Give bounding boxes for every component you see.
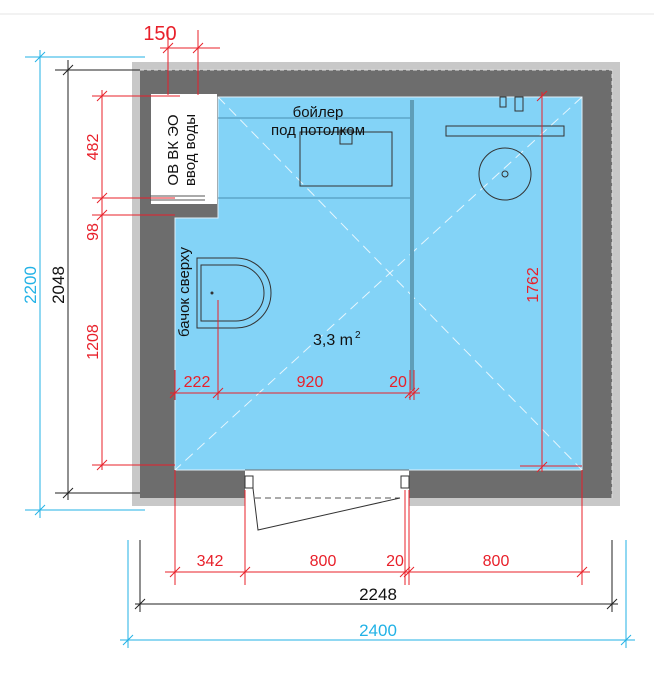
- dim-920-label: 920: [297, 374, 324, 391]
- dim-left-2048: [55, 60, 140, 500]
- dim-bottom-chain: [165, 470, 590, 585]
- dim-98-label: 98: [85, 223, 102, 241]
- dim-20-bottom-label: 20: [386, 553, 404, 570]
- dim-1208-label: 1208: [85, 324, 102, 360]
- area-value: 3,3 m: [313, 332, 353, 349]
- riser-shaft: [149, 92, 219, 206]
- dim-inner-horizontal: [169, 300, 420, 400]
- dim-left-2200: [25, 50, 145, 518]
- door-leaf: [251, 479, 401, 531]
- boiler-label-line1: бойлер: [293, 104, 344, 121]
- boiler-connector: [339, 129, 353, 145]
- riser-label-line2: ввод воды: [182, 114, 199, 186]
- floor-diagonal-2: [174, 96, 583, 471]
- toilet: [196, 257, 272, 329]
- dim-800-right-label: 800: [483, 553, 510, 570]
- dim-1762-label: 1762: [525, 267, 542, 303]
- sink: [478, 147, 532, 201]
- dim-482-label: 482: [85, 134, 102, 161]
- wall-outline: [140, 69, 613, 498]
- dim-20-inner-label: 20: [389, 374, 407, 391]
- riser-label-line1: ОВ ВК ЭО: [165, 114, 182, 185]
- dim-800-left-label: 800: [310, 553, 337, 570]
- dim-right-1762: [520, 90, 582, 473]
- counter-shelf: [445, 125, 565, 137]
- dim-222-label: 222: [184, 374, 211, 391]
- boiler-label-line2: под потолком: [271, 122, 365, 139]
- dim-2200-label: 2200: [21, 266, 40, 304]
- boiler-outline: [299, 131, 393, 187]
- floor-diagonal-1: [217, 96, 583, 471]
- dim-top-150: [160, 30, 220, 95]
- tank-label: бачок сверху: [176, 247, 193, 337]
- dim-2048-label: 2048: [49, 266, 68, 304]
- dim-2248-label: 2248: [359, 585, 397, 604]
- area-superscript: 2: [355, 330, 361, 341]
- glass-partition: [410, 100, 414, 390]
- area-label: 3,3 m: [313, 332, 353, 349]
- dim-bottom-2400: [120, 540, 635, 648]
- dim-150-label: 150: [143, 23, 176, 45]
- sink-drain: [501, 170, 509, 178]
- dim-bottom-2248: [134, 540, 618, 612]
- dim-342-label: 342: [197, 553, 224, 570]
- dim-2400-label: 2400: [359, 621, 397, 640]
- dim-left-chain: [92, 90, 180, 471]
